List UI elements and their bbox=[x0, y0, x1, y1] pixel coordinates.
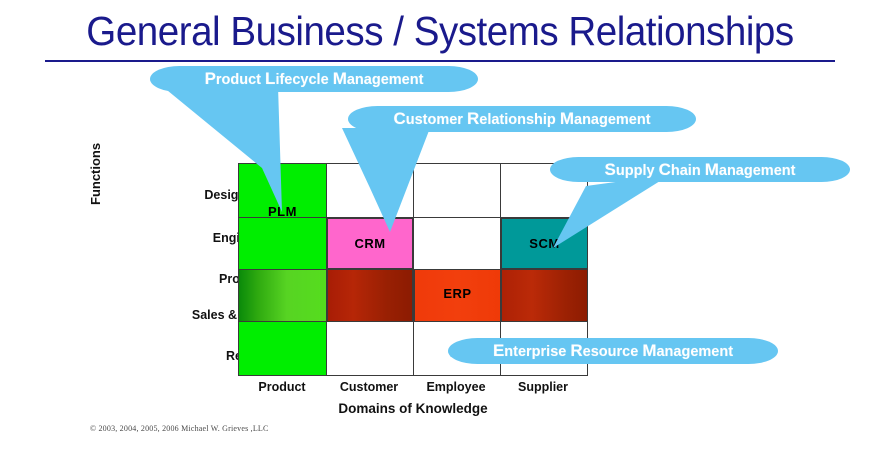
relationship-matrix: PLM CRM SCM ERP bbox=[238, 163, 588, 376]
grid-line-horizontal-3 bbox=[239, 321, 587, 322]
grid-line-horizontal-1 bbox=[239, 217, 587, 218]
cell-crm[interactable]: CRM bbox=[327, 218, 413, 269]
cell-label-erp: ERP bbox=[443, 286, 472, 301]
callout-tail-plm bbox=[162, 86, 282, 212]
x-axis-title: Domains of Knowledge bbox=[338, 401, 488, 416]
col-label-product: Product bbox=[258, 380, 306, 394]
cell-erp-customer[interactable] bbox=[327, 269, 413, 322]
grid-line-horizontal-2 bbox=[239, 269, 587, 270]
callout-bubble-erp[interactable]: Enterprise Resource Management bbox=[448, 338, 778, 364]
cell-plm-erp-overlap[interactable] bbox=[239, 269, 326, 322]
title-underline bbox=[45, 60, 835, 62]
callout-bubble-scm[interactable]: Supply Chain Management bbox=[550, 157, 850, 182]
page-title: General Business / Systems Relationships bbox=[86, 8, 794, 54]
y-axis-title: Functions bbox=[88, 142, 103, 205]
cell-erp-supplier[interactable] bbox=[501, 269, 588, 322]
col-label-supplier: Supplier bbox=[517, 380, 568, 394]
copyright-notice: © 2003, 2004, 2005, 2006 Michael W. Grie… bbox=[90, 424, 269, 433]
callout-tail-crm bbox=[342, 128, 430, 232]
cell-label-plm: PLM bbox=[268, 204, 297, 219]
callout-bubble-plm[interactable]: Product Lifecycle Management bbox=[150, 66, 478, 92]
col-label-employee: Employee bbox=[426, 380, 486, 394]
col-label-customer: Customer bbox=[339, 380, 399, 394]
callout-bubble-crm[interactable]: Customer Relationship Management bbox=[348, 106, 696, 132]
callout-tail-scm bbox=[553, 176, 668, 248]
cell-label-scm: SCM bbox=[529, 236, 560, 251]
cell-label-crm: CRM bbox=[354, 236, 386, 251]
